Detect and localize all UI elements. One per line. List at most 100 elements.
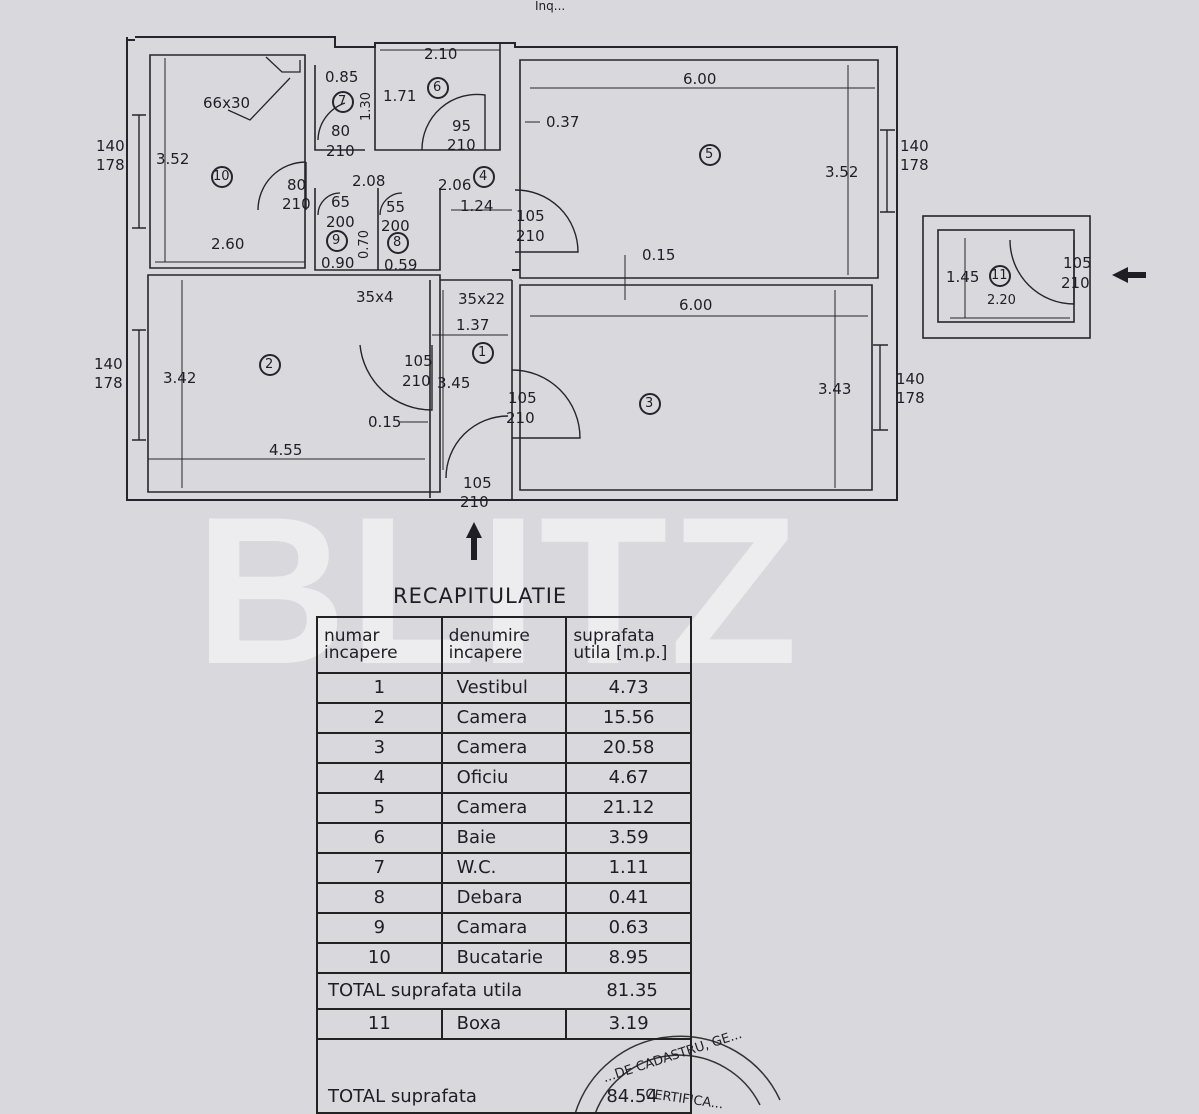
room5-offset: 0.37 [546, 113, 580, 131]
room1-door-width: 105 [404, 352, 433, 370]
row-area: 8.95 [565, 942, 692, 974]
room-number-11: 11 [991, 268, 1008, 283]
room7-height: 1.30 [358, 92, 374, 121]
room5-window-height: 178 [900, 156, 929, 174]
total-util-row: TOTAL suprafata utila 81.35 [315, 972, 692, 1010]
room9-width: 0.90 [321, 254, 355, 272]
room5-height: 3.52 [825, 163, 859, 181]
total-value: 84.54 [566, 1038, 692, 1114]
row-name: Bucatarie [440, 942, 568, 974]
row-area: 21.12 [565, 792, 692, 824]
row-area: 1.11 [565, 852, 692, 884]
room-number-5: 5 [705, 147, 714, 162]
row-name: Camera [440, 792, 568, 824]
room1-height: 3.45 [437, 374, 471, 392]
room10-height: 3.52 [156, 150, 190, 168]
row-area: 20.58 [565, 732, 692, 764]
row-name: Camara [440, 912, 568, 944]
entry-door-height: 210 [460, 493, 489, 511]
room9-door-width: 65 [331, 193, 351, 211]
room1-opening: 35x22 [458, 290, 506, 308]
room11-width: 2.20 [987, 293, 1016, 308]
room-number-1: 1 [478, 345, 487, 360]
room6-door-width: 95 [452, 117, 472, 135]
row-name: Oficiu [440, 762, 568, 794]
row-number: 7 [316, 852, 443, 884]
header-room-name: denumire incapere [440, 616, 568, 674]
row-name: Camera [440, 702, 568, 734]
room6-width: 2.10 [424, 45, 458, 63]
row-number: 1 [316, 672, 443, 704]
room6-door-height: 210 [447, 136, 476, 154]
row-name: Debara [440, 882, 568, 914]
header-area: suprafata utila [m.p.] [565, 616, 692, 674]
kitchen-door-height: 210 [282, 195, 311, 213]
room11-door-height: 210 [1061, 274, 1090, 292]
room11-height: 1.45 [946, 268, 980, 286]
room2-window-height: 178 [94, 374, 123, 392]
row-name: W.C. [440, 852, 568, 884]
room8-door-height: 200 [381, 217, 410, 235]
room7-width: 0.85 [325, 68, 359, 86]
total-row: TOTAL suprafata 84.54 [315, 1038, 692, 1114]
row-name: Vestibul [440, 672, 568, 704]
room8-door-width: 55 [386, 198, 406, 216]
room-number-7: 7 [338, 94, 347, 109]
room3-width: 6.00 [679, 296, 713, 314]
room3-window-height: 178 [896, 389, 925, 407]
room10-window-width: 140 [96, 137, 125, 155]
room3-door-height: 210 [506, 409, 535, 427]
room2-window-width: 140 [94, 355, 123, 373]
room4-height: 1.24 [460, 197, 494, 215]
room-number-3: 3 [645, 396, 654, 411]
room5-width: 6.00 [683, 70, 717, 88]
row-number: 8 [316, 882, 443, 914]
room7-door-height: 210 [326, 142, 355, 160]
row-area: 15.56 [565, 702, 692, 734]
room-number-6: 6 [433, 80, 442, 95]
row-number: 9 [316, 912, 443, 944]
room6-height: 1.71 [383, 87, 417, 105]
room3-height: 3.43 [818, 380, 852, 398]
room-number-10: 10 [213, 169, 230, 184]
row-number: 5 [316, 792, 443, 824]
room10-window-height: 178 [96, 156, 125, 174]
row-area: 4.67 [565, 762, 692, 794]
room3-window-width: 140 [896, 370, 925, 388]
room-number-4: 4 [479, 169, 488, 184]
room9-height: 0.70 [356, 230, 372, 259]
total-util-label: TOTAL suprafata utila [315, 972, 567, 1010]
extra-row-name: Boxa [440, 1008, 568, 1040]
extra-row-number: 11 [316, 1008, 443, 1040]
row-area: 0.41 [565, 882, 692, 914]
room10-opening: 66x30 [203, 94, 251, 112]
row-area: 0.63 [565, 912, 692, 944]
entry-door-width: 105 [463, 474, 492, 492]
room-number-2: 2 [265, 357, 274, 372]
table-header-row: numar incapere denumire incapere suprafa… [316, 616, 692, 674]
total-util-value: 81.35 [566, 972, 692, 1010]
room3-door-width: 105 [508, 389, 537, 407]
row-area: 3.59 [565, 822, 692, 854]
row-name: Baie [440, 822, 568, 854]
room7-door-width: 80 [331, 122, 351, 140]
room1-width: 1.37 [456, 316, 490, 334]
room5-window-width: 140 [900, 137, 929, 155]
room10-width: 2.60 [211, 235, 245, 253]
kitchen-door-width: 80 [287, 176, 307, 194]
row-area: 4.73 [565, 672, 692, 704]
row-name: Camera [440, 732, 568, 764]
room-number-8: 8 [393, 235, 402, 250]
room4-width: 2.06 [438, 176, 472, 194]
header-room-number: numar incapere [316, 616, 443, 674]
